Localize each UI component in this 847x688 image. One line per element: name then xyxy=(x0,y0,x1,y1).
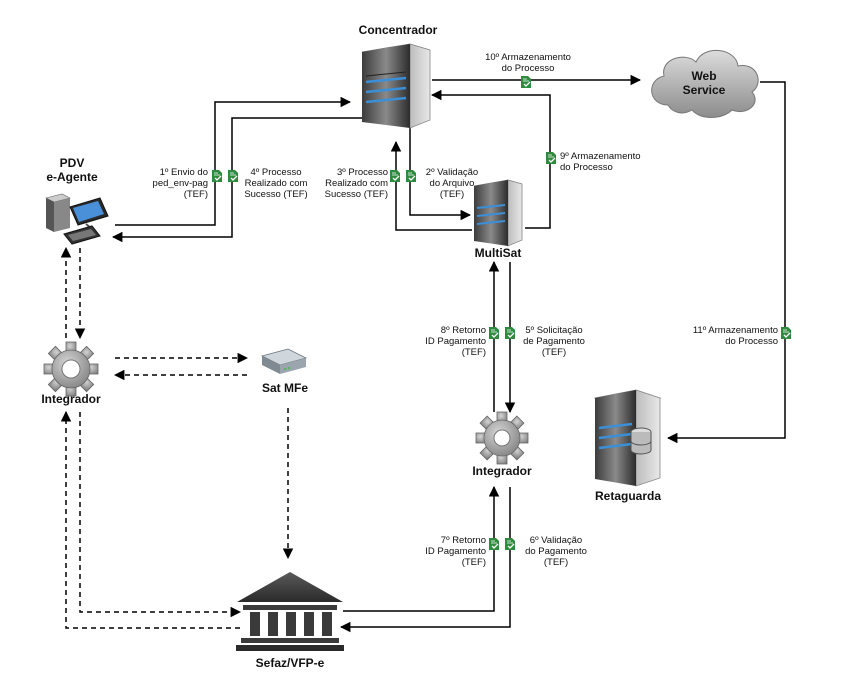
step4-document-icon xyxy=(228,170,238,182)
step11-document-icon xyxy=(781,327,791,339)
step1-document-icon xyxy=(212,170,222,182)
integrador-mid-title: Integrador xyxy=(472,464,532,478)
flow-step7-line xyxy=(343,485,500,612)
multisat-title: MultiSat xyxy=(474,246,522,260)
web-service-title: Web Service xyxy=(682,69,726,97)
integrador-left-gear-icon xyxy=(43,341,99,397)
multisat-server-icon xyxy=(473,179,523,247)
integrador-mid-gear-icon xyxy=(475,411,529,465)
step2-label: 2º Validação do Arquivo (TEF) xyxy=(425,167,479,200)
sat-mfe-device-icon xyxy=(260,348,308,374)
step6-document-icon xyxy=(505,538,515,550)
concentrador-server-icon xyxy=(361,43,431,129)
retaguarda-title: Retaguarda xyxy=(594,489,662,503)
step7-label: 7º Retorno ID Pagamento (TEF) xyxy=(425,535,486,568)
step8-label: 8º Retorno ID Pagamento (TEF) xyxy=(425,325,486,358)
sefaz-bank-icon xyxy=(236,572,344,651)
flow-step6-line xyxy=(339,487,511,633)
step8-document-icon xyxy=(489,327,499,339)
step3-label: 3º Processo Realizado com Sucesso (TEF) xyxy=(324,167,388,200)
flow-step11-line xyxy=(666,81,786,444)
retaguarda-server-icon xyxy=(593,389,662,487)
step1-label: 1º Envio do ped_env-pag (TEF) xyxy=(152,167,208,200)
step5-document-icon xyxy=(505,327,515,339)
step2-document-icon xyxy=(406,170,416,182)
step9-label: 9º Armazenamento do Processo xyxy=(560,151,641,173)
sefaz-title: Sefaz/VFP-e xyxy=(255,656,325,670)
pdv-title: PDV e-Agente xyxy=(46,156,98,184)
dash-sefaz-to-integrador xyxy=(60,410,240,629)
step3-document-icon xyxy=(390,170,400,182)
concentrador-title: Concentrador xyxy=(358,23,438,37)
step11-label: 11º Armazenamento do Processo xyxy=(692,325,778,347)
integrador-left-title: Integrador xyxy=(41,392,101,406)
step7-document-icon xyxy=(489,538,499,550)
step5-label: 5º Solicitação de Pagamento (TEF) xyxy=(523,325,585,358)
step6-label: 6º Validação do Pagamento (TEF) xyxy=(525,535,587,568)
web-service-cloud-icon xyxy=(651,49,759,118)
step9-document-icon xyxy=(546,152,556,164)
dash-integrador-to-sefaz xyxy=(79,412,242,618)
pdv-computer-icon xyxy=(45,193,109,245)
document-icons xyxy=(212,76,791,550)
flow-step2-line xyxy=(409,128,472,221)
step4-label: 4º Processo Realizado com Sucesso (TEF) xyxy=(244,167,308,200)
sat-mfe-title: Sat MFe xyxy=(261,381,308,395)
step10-document-icon xyxy=(521,76,531,88)
flow-step1-line xyxy=(115,96,352,226)
step10-label: 10º Armazenamento do Processo xyxy=(485,52,571,74)
